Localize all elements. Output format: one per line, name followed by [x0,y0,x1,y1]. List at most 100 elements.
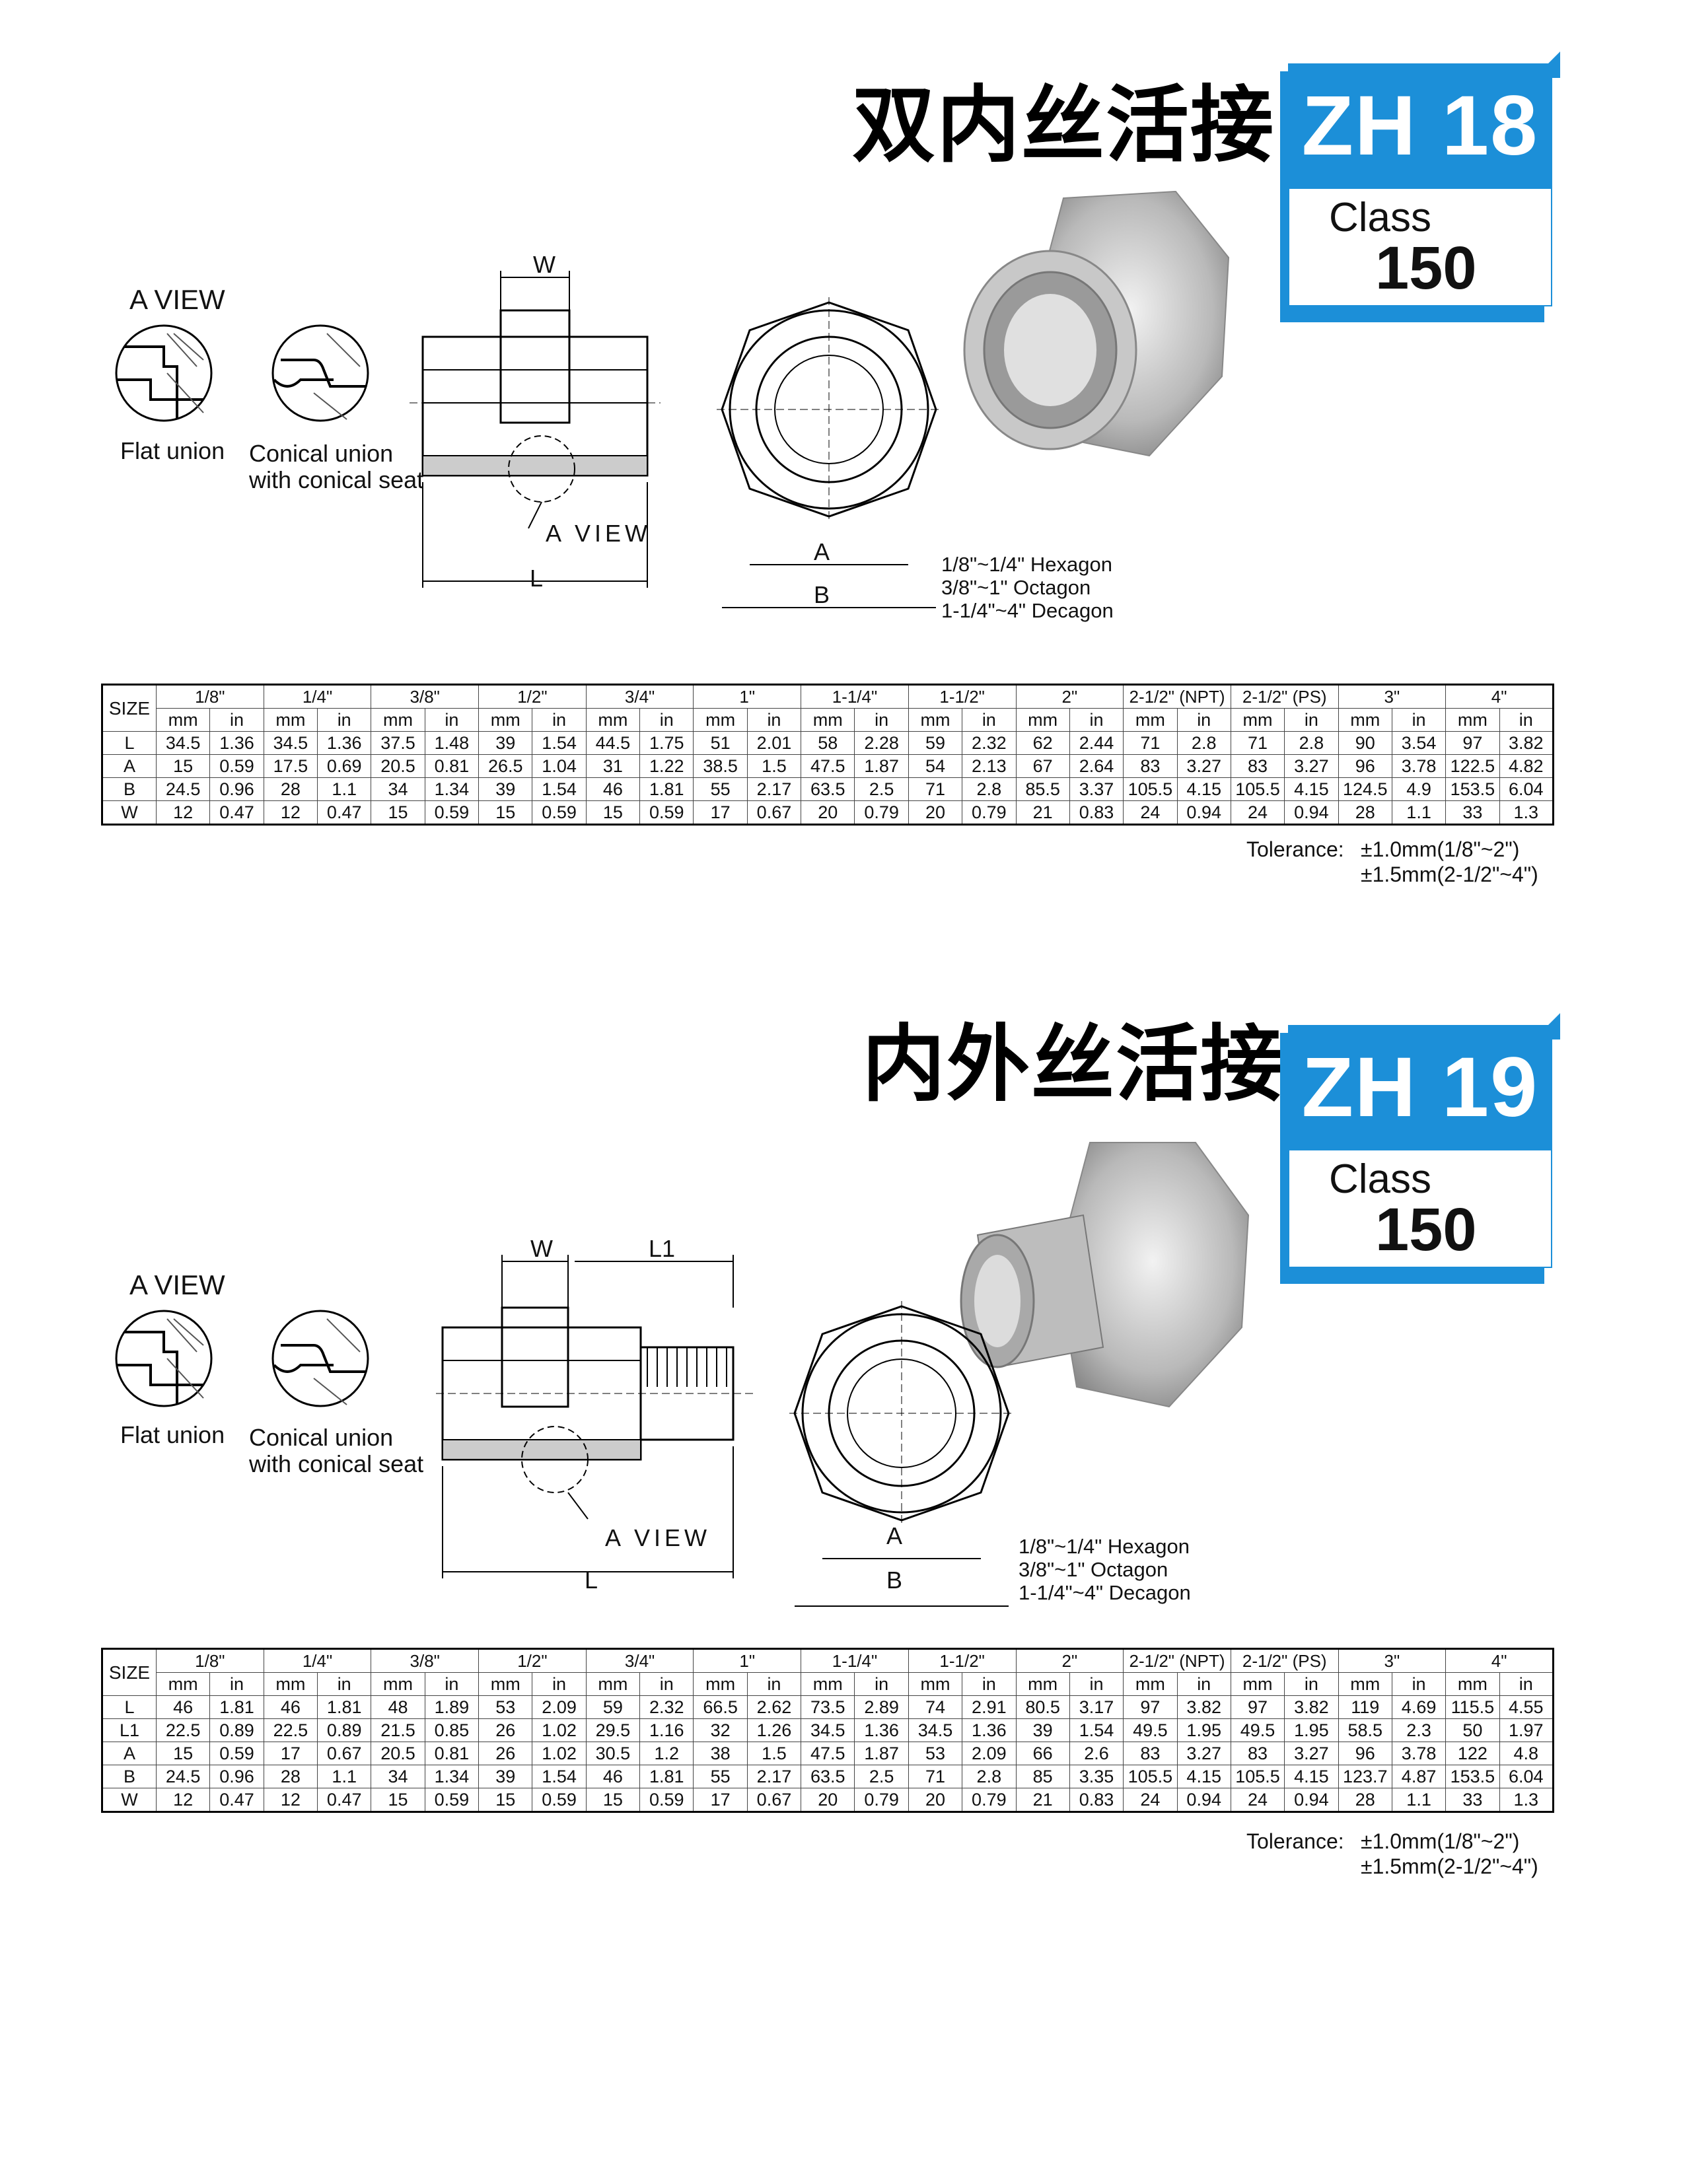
table-cell: 4.15 [1284,1765,1339,1788]
table-cell: 4.8 [1499,1742,1554,1765]
size-header: 2" [1015,684,1124,709]
table-cell: 2.91 [962,1695,1017,1719]
table-cell: 58 [801,731,855,755]
table-cell: 3.82 [1176,1695,1231,1719]
unit-in: in [532,1672,587,1696]
table-cell: 115.5 [1445,1695,1500,1719]
table-cell: 153.5 [1445,1765,1500,1788]
table-cell: 83 [1230,1742,1285,1765]
table-cell: 17 [263,1742,318,1765]
table-cell: 1.34 [424,1765,480,1788]
table-cell: 3.27 [1284,1742,1339,1765]
table-cell: 0.59 [532,800,587,825]
row-label: B [102,1765,157,1788]
table-cell: 34.5 [263,731,318,755]
table-cell: 0.79 [962,800,1017,825]
table-cell: 1.75 [639,731,694,755]
table-cell: 20 [801,800,855,825]
table-cell: 20 [908,1788,963,1812]
table-cell: 3.27 [1284,754,1339,778]
end-view-drawing [717,297,941,608]
unit-mm: mm [585,708,641,732]
table-cell: 34 [371,1765,425,1788]
unit-mm: mm [1123,708,1178,732]
table-cell: 2.3 [1391,1718,1447,1742]
unit-mm: mm [263,1672,318,1696]
table-cell: 1.54 [532,777,587,801]
conical-union-detail-icon [271,324,369,422]
table-cell: 6.04 [1499,1765,1554,1788]
class-value: 150 [1375,1196,1477,1263]
table-cell: 1.95 [1176,1718,1231,1742]
table-cell: 2.8 [962,1765,1017,1788]
table-cell: 1.81 [639,777,694,801]
table-cell: 83 [1123,754,1178,778]
size-header: 3" [1338,1648,1447,1673]
unit-mm: mm [1230,1672,1285,1696]
table-cell: 48 [371,1695,425,1719]
table-cell: 1.81 [317,1695,372,1719]
table-cell: 71 [1230,731,1285,755]
table-cell: 153.5 [1445,777,1500,801]
table-cell: 0.85 [424,1718,480,1742]
dim-b-label: B [814,581,830,608]
shape-note-2: 3/8"~1" Octagon [1019,1558,1168,1581]
unit-in: in [1284,708,1339,732]
table-cell: 1.1 [317,1765,372,1788]
size-header: 3/8" [371,1648,480,1673]
table-cell: 85 [1015,1765,1070,1788]
table-cell: 1.89 [424,1695,480,1719]
end-view-drawing [789,1301,1014,1607]
table-cell: 2.5 [854,777,909,801]
unit-in: in [424,708,480,732]
table-cell: 1.5 [746,1742,802,1765]
unit-mm: mm [478,1672,533,1696]
table-cell: 46 [263,1695,318,1719]
unit-mm: mm [1230,708,1285,732]
table-cell: 66 [1015,1742,1070,1765]
table-cell: 21 [1015,800,1070,825]
table-cell: 2.09 [962,1742,1017,1765]
table-cell: 66.5 [693,1695,748,1719]
table-cell: 28 [263,777,318,801]
table-cell: 38.5 [693,754,748,778]
unit-mm: mm [1015,1672,1070,1696]
table-cell: 97 [1123,1695,1178,1719]
row-label: L [102,731,157,755]
unit-mm: mm [155,708,211,732]
table-cell: 1.36 [317,731,372,755]
table-cell: 31 [585,754,641,778]
table-cell: 4.15 [1176,1765,1231,1788]
table-cell: 17 [693,1788,748,1812]
table-cell: 15 [155,1742,211,1765]
table-cell: 3.27 [1176,754,1231,778]
table-cell: 0.81 [424,754,480,778]
unit-mm: mm [1123,1672,1178,1696]
table-cell: 0.96 [209,1765,264,1788]
table-cell: 71 [1123,731,1178,755]
table-cell: 4.15 [1284,777,1339,801]
table-cell: 0.96 [209,777,264,801]
table-cell: 0.79 [962,1788,1017,1812]
size-header: 1/4" [263,1648,372,1673]
table-cell: 62 [1015,731,1070,755]
union-photo [963,190,1230,457]
table-cell: 105.5 [1230,1765,1285,1788]
size-header: 1/2" [478,684,587,709]
size-header: 1/4" [263,684,372,709]
table-cell: 0.47 [209,1788,264,1812]
table-cell: 1.1 [317,777,372,801]
table-cell: 1.2 [639,1742,694,1765]
table-cell: 0.59 [424,1788,480,1812]
table-cell: 15 [371,1788,425,1812]
dim-w-label: W [530,1235,553,1262]
table-cell: 0.59 [209,1742,264,1765]
table-cell: 50 [1445,1718,1500,1742]
table-cell: 0.89 [209,1718,264,1742]
